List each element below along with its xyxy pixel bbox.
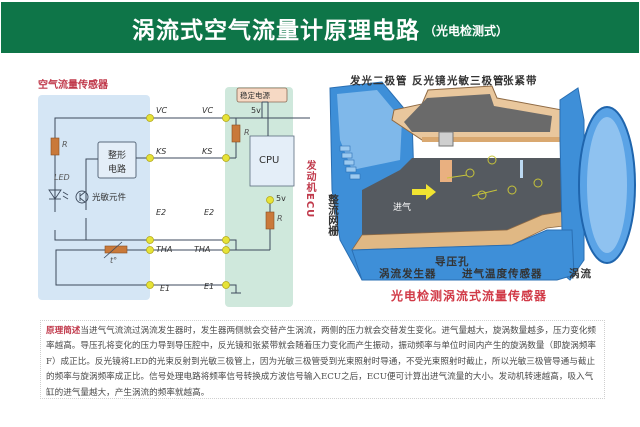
circuit-diagram xyxy=(38,87,310,307)
resistor-r-ecu xyxy=(231,124,241,143)
label-intake-temp-sensor: 进气温度传感器 xyxy=(462,268,543,280)
label-tension-band: 张紧带 xyxy=(503,75,538,87)
description-heading: 原理简述 xyxy=(46,326,81,336)
sensor-terminal-tha: THA xyxy=(156,245,173,254)
cpu-label: CPU xyxy=(259,155,280,166)
ecu-terminal-e2: E2 xyxy=(204,208,215,217)
resistor-r-ecu-label: R xyxy=(244,128,250,137)
five-v-bottom-label: 5v xyxy=(276,194,286,203)
sensor-terminal-ks: KS xyxy=(156,147,167,156)
ecu-label: 发动机ECU xyxy=(304,160,315,219)
label-phototransistor: 光敏三极管 xyxy=(447,75,505,87)
page-title: 涡流式空气流量计原理电路 xyxy=(131,17,420,44)
resistor-r-sensor xyxy=(50,137,60,156)
label-vortex-generator: 涡流发生器 xyxy=(379,268,437,280)
label-intake: 进气 xyxy=(393,203,412,213)
regulator-label: 稳定电源 xyxy=(240,91,270,100)
five-v-top-label: 5v xyxy=(251,106,261,115)
thermistor xyxy=(104,245,128,254)
ecu-terminal-e1: E1 xyxy=(204,282,215,291)
photo-element-label: 光敏元件 xyxy=(92,193,127,203)
illustration-caption: 光电检测涡流式流量传感器 xyxy=(391,289,548,303)
description-text: 当进气气流流过涡流发生器时，发生器两侧就会交替产生涡流，两侧的压力就会交替发生变… xyxy=(46,326,597,398)
label-pressure-hole: 导压孔 xyxy=(435,256,470,268)
ecu-terminal-ks: KS xyxy=(202,147,213,156)
label-vortex: 涡流 xyxy=(569,268,592,280)
label-rectifier-grid: 整流网栅 xyxy=(327,194,339,236)
thermistor-label: t° xyxy=(110,256,118,265)
led-symbol xyxy=(48,189,69,200)
label-mirror: 反光镜 xyxy=(412,75,447,87)
sensor-terminal-e2: E2 xyxy=(156,208,167,217)
title-banner: 涡流式空气流量计原理电路 （光电检测式） xyxy=(1,2,639,53)
page-subtitle: （光电检测式） xyxy=(423,24,508,38)
sensor-box-title: 空气流量传感器 xyxy=(38,80,108,91)
phototransistor-symbol xyxy=(75,190,89,204)
shaping-circuit-label: 整形 电路 xyxy=(107,151,126,175)
sensor-terminal-vc: VC xyxy=(156,106,168,115)
resistor-r-tha-label: R xyxy=(277,214,283,223)
label-led-diode: 发光二极管 xyxy=(350,75,408,87)
ecu-terminal-tha: THA xyxy=(194,245,211,254)
resistor-r-ecu-tha xyxy=(265,211,275,230)
sensor-terminal-e1: E1 xyxy=(160,284,171,293)
terminals xyxy=(146,114,274,289)
ecu-terminal-vc: VC xyxy=(202,106,214,115)
description-box: 原理简述当进气气流流过涡流发生器时，发生器两侧就会交替产生涡流，两侧的压力就会交… xyxy=(40,320,605,399)
cpu-box xyxy=(249,135,295,187)
led-label: LED xyxy=(54,173,70,182)
sensor-illustration xyxy=(329,81,636,281)
resistor-r-label: R xyxy=(62,140,68,149)
